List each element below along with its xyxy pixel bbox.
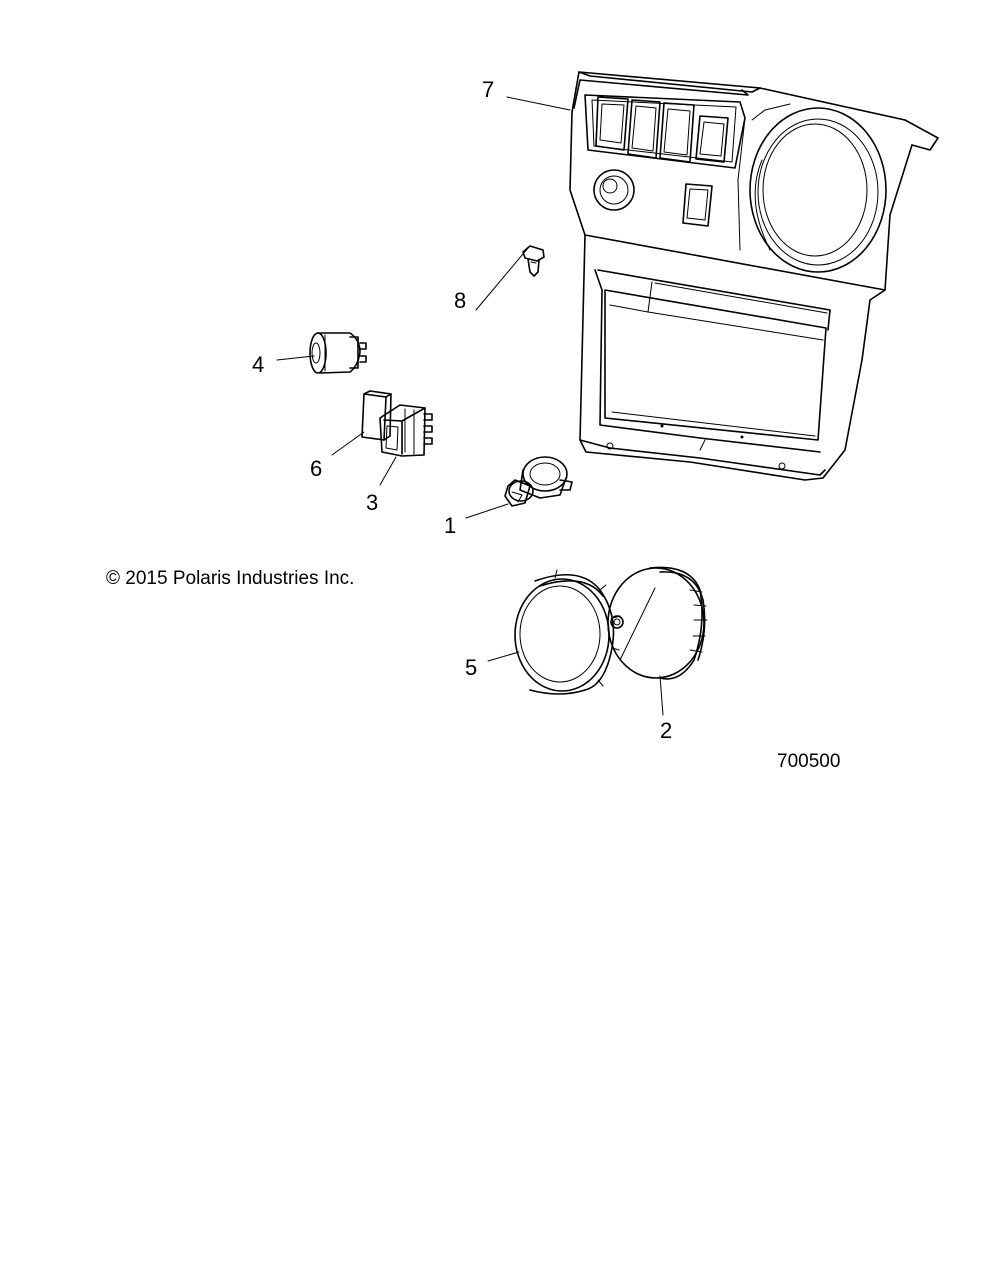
callout-2: 2	[660, 718, 672, 743]
callout-8: 8	[454, 288, 466, 313]
callout-1: 1	[444, 513, 456, 538]
callout-7: 7	[482, 77, 494, 102]
callout-3: 3	[366, 490, 378, 515]
gauge-bezel-ring	[514, 569, 621, 695]
drawing-number: 700500	[777, 751, 840, 772]
dash-panel	[569, 71, 939, 481]
ignition-key-switch	[504, 456, 573, 507]
leader-4	[276, 355, 315, 361]
copyright-notice: © 2015 Polaris Industries Inc.	[106, 568, 354, 589]
callout-5: 5	[465, 655, 477, 680]
leader-6	[331, 431, 365, 456]
leader-5	[487, 651, 520, 662]
leader-7	[506, 96, 571, 111]
power-outlet	[309, 332, 367, 374]
push-rivet	[522, 245, 545, 277]
leader-2	[659, 675, 664, 716]
callout-4: 4	[252, 352, 264, 377]
leader-lines	[276, 96, 664, 716]
callout-6: 6	[310, 456, 322, 481]
leader-8	[475, 247, 529, 311]
rocker-switch	[379, 404, 433, 457]
leader-1	[465, 503, 509, 519]
leader-3	[379, 456, 397, 486]
gauge	[607, 566, 708, 680]
